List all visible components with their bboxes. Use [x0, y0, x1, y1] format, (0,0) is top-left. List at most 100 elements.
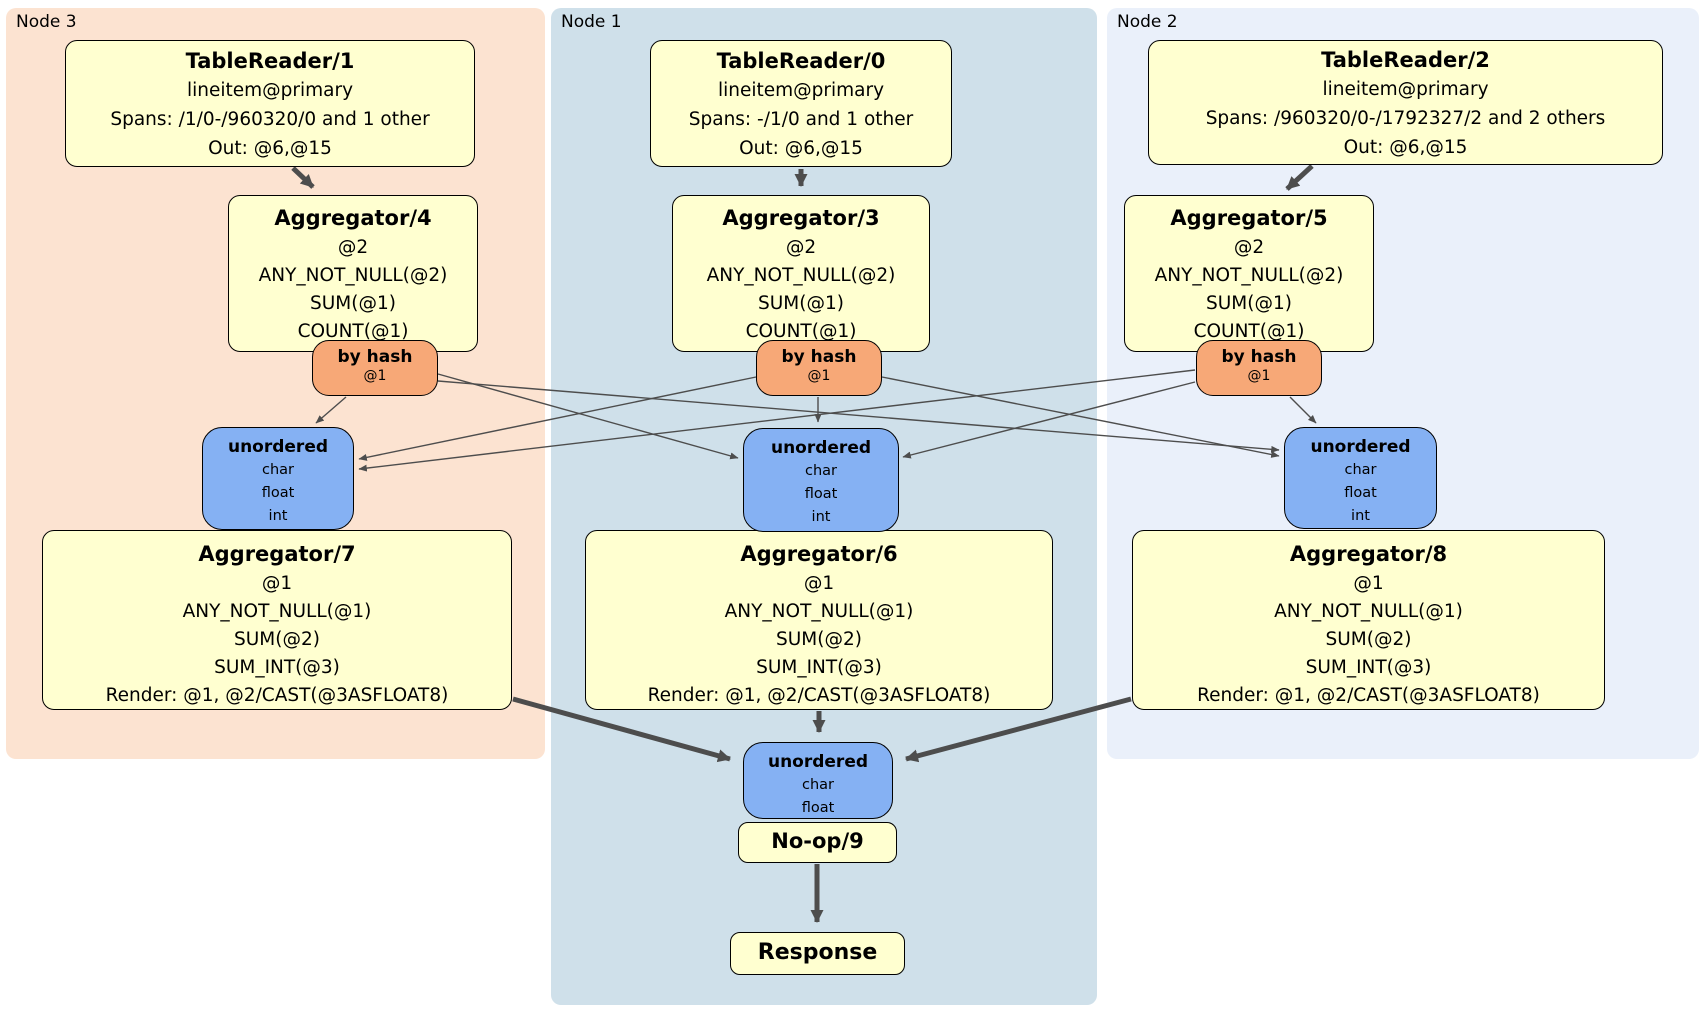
aggregator-4-fn3: COUNT(@1) [297, 321, 409, 342]
aggregator-4-fn2: SUM(@1) [310, 293, 396, 314]
hash-router-node2: by hash @1 [1196, 340, 1322, 396]
tablereader-0-title: TableReader/0 [716, 49, 886, 73]
unordered-sync-node3-col3: int [268, 508, 288, 524]
edge-router3-sync2 [437, 380, 1280, 453]
unordered-sync-node1-col1: char [804, 463, 837, 479]
aggregator-3-fn3: COUNT(@1) [745, 321, 857, 342]
node3-label: Node 3 [16, 12, 77, 32]
aggregator-3-groupcols: @2 [785, 237, 817, 258]
aggregator-8-fn1: ANY_NOT_NULL(@1) [1274, 601, 1463, 622]
aggregator-7-fn1: ANY_NOT_NULL(@1) [182, 601, 372, 622]
hash-router-node2-cols: @1 [1247, 368, 1271, 384]
noop-box: No-op/9 [738, 822, 897, 863]
aggregator-3-fn1: ANY_NOT_NULL(@2) [706, 265, 896, 286]
tablereader-0-spans: Spans: -/1/0 and 1 other [688, 109, 914, 130]
aggregator-7-box: Aggregator/7 @1 ANY_NOT_NULL(@1) SUM(@2)… [42, 530, 512, 710]
tablereader-1-index: lineitem@primary [186, 80, 354, 101]
tablereader-1-spans: Spans: /1/0-/960320/0 and 1 other [110, 109, 430, 130]
tablereader-2-title: TableReader/2 [1321, 48, 1490, 72]
edge-router3-sync3 [315, 396, 347, 424]
aggregator-8-render: Render: @1, @2/CAST(@3ASFLOAT8) [1197, 685, 1540, 706]
tablereader-1-title: TableReader/1 [185, 49, 355, 73]
response-title: Response [757, 940, 878, 965]
unordered-sync-node3-col2: float [261, 485, 295, 501]
edge-router2-sync2 [1289, 396, 1317, 424]
aggregator-6-fn2: SUM(@2) [776, 629, 862, 650]
aggregator-6-groupcols: @1 [803, 573, 835, 594]
unordered-sync-node3-col1: char [261, 462, 294, 478]
aggregator-5-fn2: SUM(@1) [1206, 293, 1292, 314]
tablereader-2-box: TableReader/2 lineitem@primary Spans: /9… [1148, 40, 1663, 165]
unordered-sync-node1-col2: float [804, 486, 838, 502]
unordered-sync-node2-col2: float [1344, 485, 1377, 501]
tablereader-0-box: TableReader/0 lineitem@primary Spans: -/… [650, 40, 952, 167]
unordered-sync-final-col1: char [801, 777, 834, 793]
unordered-sync-node2-col3: int [1351, 508, 1370, 524]
unordered-sync-node1-title: unordered [770, 438, 872, 458]
aggregator-6-render: Render: @1, @2/CAST(@3ASFLOAT8) [647, 685, 991, 706]
aggregator-5-groupcols: @2 [1233, 237, 1265, 258]
tablereader-1-box: TableReader/1 lineitem@primary Spans: /1… [65, 40, 475, 167]
aggregator-6-box: Aggregator/6 @1 ANY_NOT_NULL(@1) SUM(@2)… [585, 530, 1053, 710]
unordered-sync-node2-col1: char [1344, 462, 1377, 478]
aggregator-3-fn2: SUM(@1) [758, 293, 844, 314]
unordered-sync-final: unordered char float [743, 742, 893, 819]
tablereader-1-out: Out: @6,@15 [208, 138, 332, 159]
hash-router-node3-title: by hash [337, 347, 413, 367]
node1-label: Node 1 [561, 12, 622, 32]
unordered-sync-node3-title: unordered [227, 437, 329, 457]
unordered-sync-node1: unordered char float int [743, 428, 899, 532]
aggregator-5-title: Aggregator/5 [1170, 206, 1328, 230]
unordered-sync-node2: unordered char float int [1284, 427, 1437, 529]
aggregator-5-fn3: COUNT(@1) [1193, 321, 1305, 342]
hash-router-node1-cols: @1 [807, 368, 831, 384]
aggregator-4-groupcols: @2 [337, 237, 369, 258]
tablereader-0-out: Out: @6,@15 [739, 138, 863, 159]
edge-router1-sync3 [358, 376, 757, 461]
edge-router2-sync3 [358, 369, 1196, 472]
aggregator-4-fn1: ANY_NOT_NULL(@2) [258, 265, 448, 286]
hash-router-node1-title: by hash [781, 347, 857, 367]
tablereader-0-index: lineitem@primary [717, 80, 885, 101]
unordered-sync-node2-title: unordered [1310, 437, 1411, 457]
aggregator-5-fn1: ANY_NOT_NULL(@2) [1154, 265, 1344, 286]
edge-aggregator7-finalsync [512, 696, 731, 763]
edge-aggregator8-finalsync [905, 696, 1132, 763]
hash-router-node1: by hash @1 [756, 340, 882, 396]
aggregator-3-title: Aggregator/3 [722, 206, 880, 230]
aggregator-7-title: Aggregator/7 [198, 542, 356, 566]
hash-router-node3-cols: @1 [363, 368, 387, 384]
noop-title: No-op/9 [771, 829, 864, 853]
aggregator-5-box: Aggregator/5 @2 ANY_NOT_NULL(@2) SUM(@1)… [1124, 195, 1374, 352]
aggregator-7-render: Render: @1, @2/CAST(@3ASFLOAT8) [105, 685, 449, 706]
aggregator-8-groupcols: @1 [1353, 573, 1384, 594]
edge-tablereader2-aggregator5 [1285, 164, 1314, 191]
unordered-sync-final-col2: float [801, 800, 835, 816]
tablereader-2-spans: Spans: /960320/0-/1792327/2 and 2 others [1205, 108, 1606, 129]
tablereader-2-out: Out: @6,@15 [1343, 137, 1468, 158]
aggregator-6-title: Aggregator/6 [740, 542, 898, 566]
aggregator-7-groupcols: @1 [261, 573, 293, 594]
response-box: Response [730, 932, 905, 975]
aggregator-8-fn3: SUM_INT(@3) [1305, 657, 1432, 678]
hash-router-node2-title: by hash [1221, 347, 1297, 367]
tablereader-2-index: lineitem@primary [1322, 79, 1489, 100]
hash-router-node3: by hash @1 [312, 340, 438, 396]
aggregator-8-fn2: SUM(@2) [1325, 629, 1412, 650]
aggregator-4-box: Aggregator/4 @2 ANY_NOT_NULL(@2) SUM(@1)… [228, 195, 478, 352]
edge-router2-sync1 [902, 381, 1196, 459]
unordered-sync-node1-col3: int [811, 509, 831, 525]
aggregator-7-fn2: SUM(@2) [234, 629, 320, 650]
node2-label: Node 2 [1117, 12, 1178, 32]
edge-router1-sync2 [881, 376, 1280, 458]
unordered-sync-node3: unordered char float int [202, 427, 354, 530]
edge-router3-sync1 [437, 373, 739, 460]
aggregator-3-box: Aggregator/3 @2 ANY_NOT_NULL(@2) SUM(@1)… [672, 195, 930, 352]
edge-tablereader1-aggregator4 [291, 166, 315, 189]
aggregator-6-fn3: SUM_INT(@3) [756, 657, 882, 678]
unordered-sync-final-title: unordered [767, 752, 869, 772]
aggregator-8-title: Aggregator/8 [1289, 542, 1448, 566]
aggregator-6-fn1: ANY_NOT_NULL(@1) [724, 601, 914, 622]
